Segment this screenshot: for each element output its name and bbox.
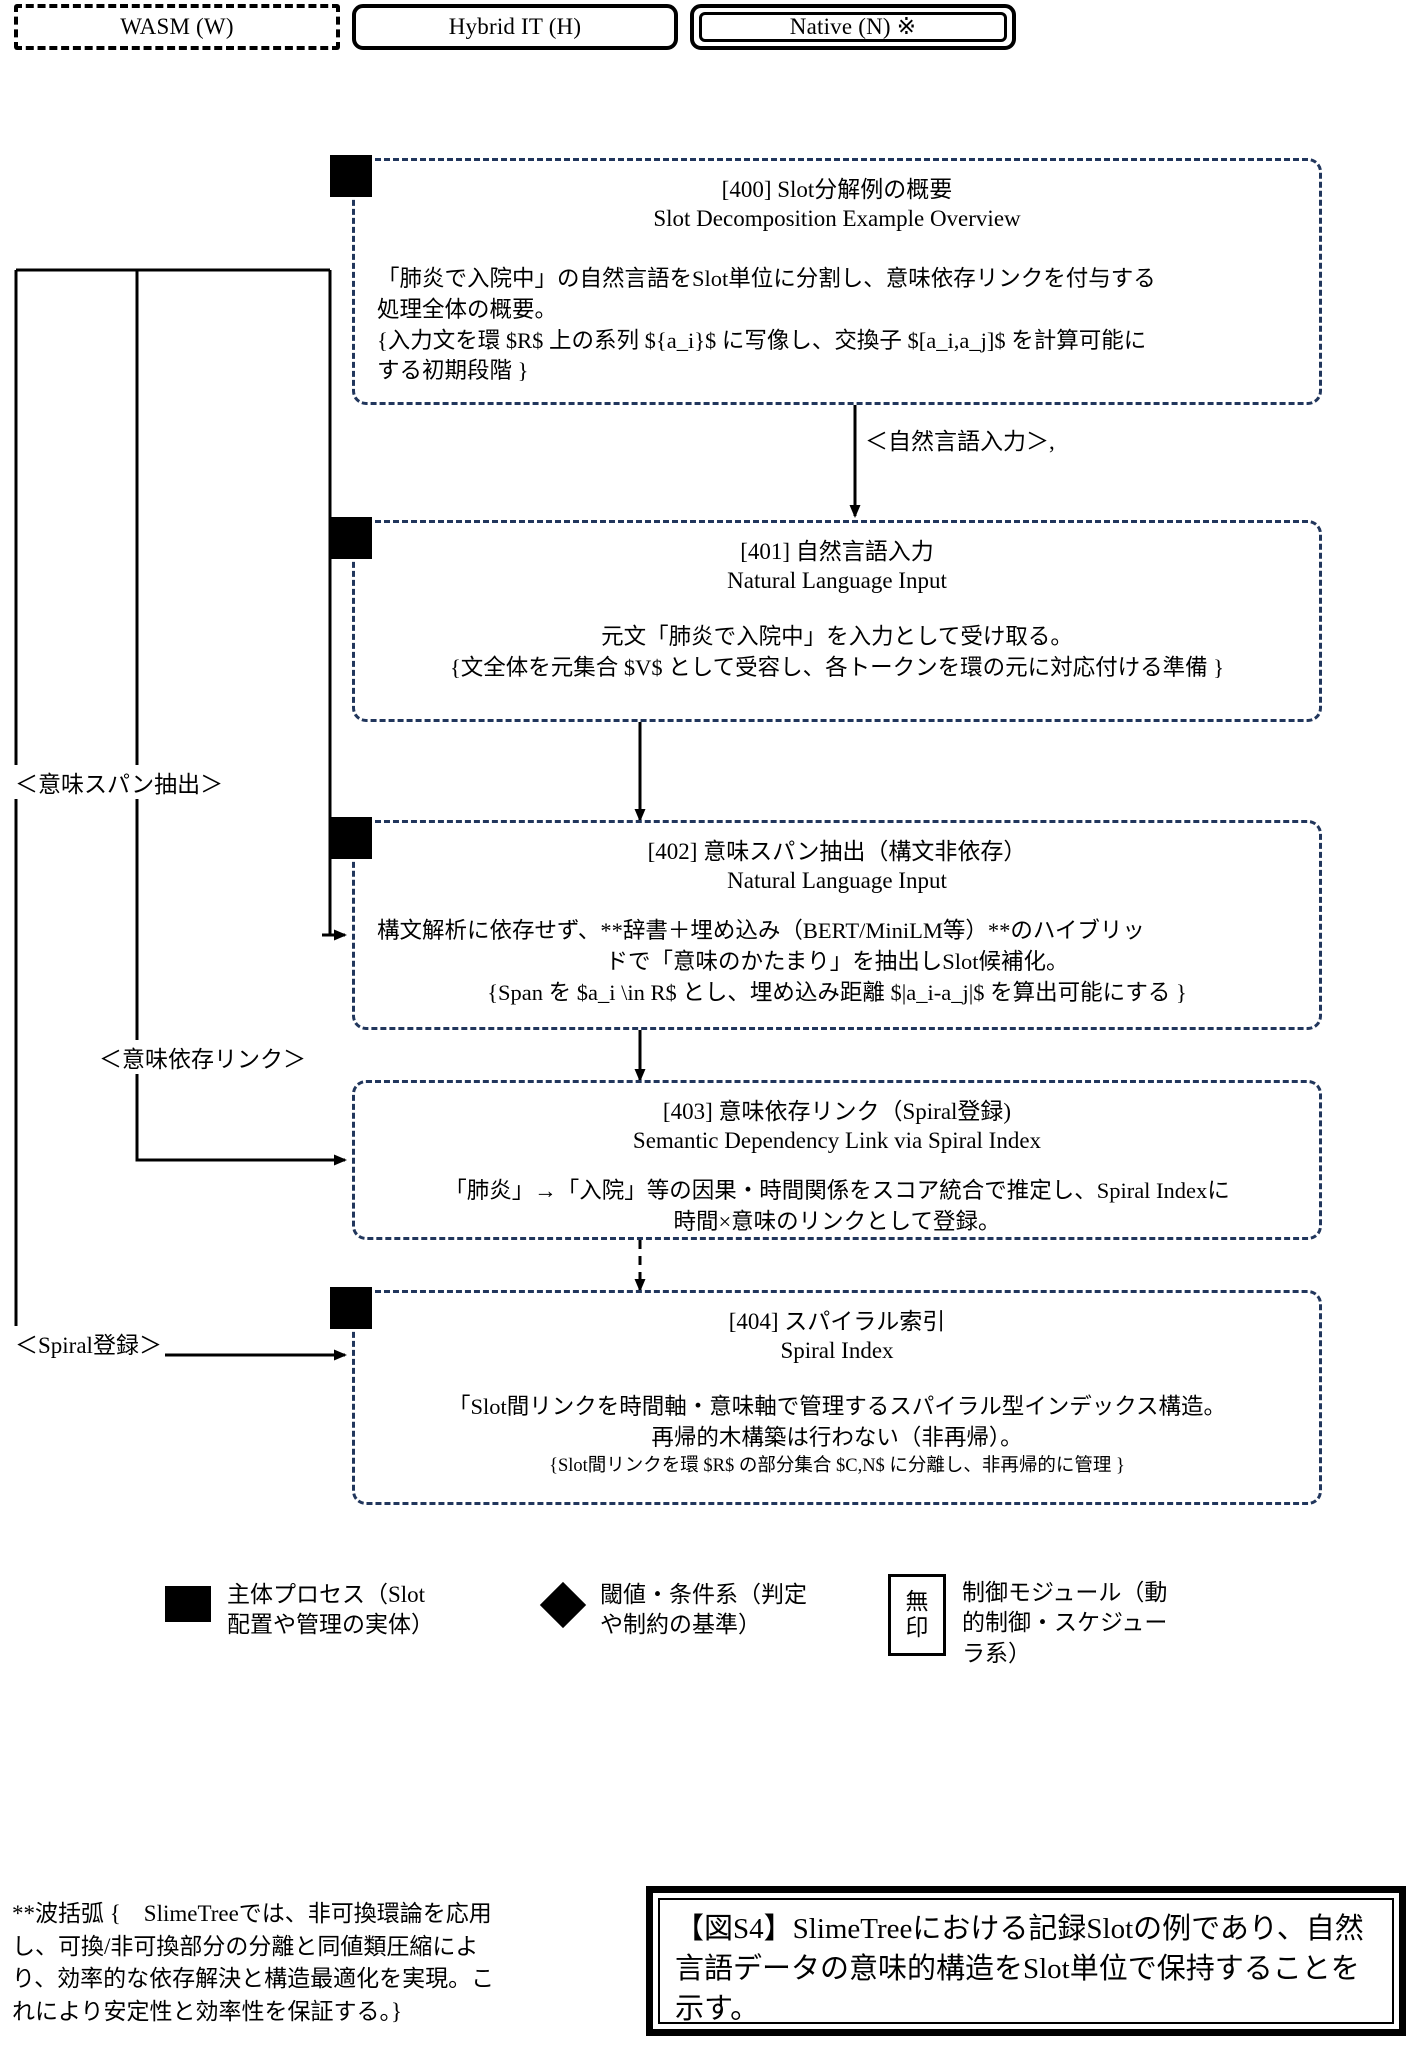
mode-legend-row: WASM (W) Hybrid IT (H) Native (N) ※ (0, 0, 1418, 58)
node-402-body-line: {Span を $a_i \in R$ とし、埋め込み距離 $|a_i-a_j|… (487, 979, 1187, 1005)
legend-line: 配置や管理の実体） (227, 1612, 434, 1638)
legend-line: 制御モジュール（動 (962, 1580, 1168, 1605)
node-marker-401 (330, 517, 372, 559)
legend-line: 主体プロセス（Slot (227, 1582, 426, 1607)
node-marker-402 (330, 817, 372, 859)
node-400-body-line: する初期段階 } (377, 358, 529, 384)
mode-badge-native[interactable]: Native (N) ※ (690, 4, 1016, 50)
node-403-body-line: 「肺炎」→「入院」等の因果・時間関係をスコア統合で推定し、Spiral Inde… (444, 1177, 1230, 1203)
node-400-body: 「肺炎で入院中」の自然言語をSlot単位に分割し、意味依存リンクを付与する 処理… (355, 234, 1319, 397)
figure-caption-text: 【図S4】SlimeTreeにおける記録Slotの例であり、自然言語データの意味… (675, 1913, 1364, 2026)
no-mark-box-icon: 無 印 (888, 1574, 946, 1656)
legend-item-threshold-text: 閾値・条件系（判定 や制約の基準） (600, 1580, 807, 1641)
legend-line: 閾値・条件系（判定 (600, 1582, 807, 1607)
no-mark-char: 無 (905, 1588, 929, 1614)
filled-square-icon (165, 1586, 211, 1622)
mode-badge-wasm-label: WASM (W) (120, 14, 234, 39)
mode-badge-native-inner: Native (N) ※ (699, 12, 1007, 42)
node-marker-400 (330, 155, 372, 197)
figure-caption-box: 【図S4】SlimeTreeにおける記録Slotの例であり、自然言語データの意味… (646, 1886, 1406, 2036)
node-404-body-small: {Slot間リンクを環 $R$ の部分集合 $C,N$ に分離し、非再帰的に管理… (549, 1455, 1125, 1476)
node-402-body: 構文解析に依存せず、**辞書＋埋め込み（BERT/MiniLM等）**のハイブリ… (355, 896, 1319, 1018)
node-404-body-line: 再帰的木構築は行わない（非再帰）。 (651, 1424, 1023, 1450)
edge-label-semantic-dependency-link: ＜意味依存リンク＞ (96, 1040, 309, 1074)
node-402-title-ja: [402] 意味スパン抽出（構文非依存） (647, 839, 1027, 864)
node-400-title: [400] Slot分解例の概要 Slot Decomposition Exam… (355, 161, 1319, 234)
filled-diamond-icon (539, 1581, 587, 1629)
no-mark-char: 印 (905, 1615, 929, 1640)
mode-badge-hybrid-label: Hybrid IT (H) (448, 14, 582, 39)
legend-item-control-module-text: 制御モジュール（動 的制御・スケジュー ラ系） (962, 1578, 1167, 1669)
node-401-title-ja: [401] 自然言語入力 (740, 539, 934, 564)
legend-item-process: 主体プロセス（Slot 配置や管理の実体） (165, 1580, 434, 1641)
caption-inner-border (658, 1898, 1394, 2024)
node-400-title-ja: [400] Slot分解例の概要 (721, 177, 953, 202)
footnote-text: **波括弧 { SlimeTreeでは、非可換環論を応用し、可換/非可換部分の分… (12, 1901, 495, 2024)
shape-legend: 主体プロセス（Slot 配置や管理の実体） 閾値・条件系（判定 や制約の基準） … (0, 1570, 1418, 1710)
mode-badge-wasm[interactable]: WASM (W) (14, 4, 340, 50)
node-403-title: [403] 意味依存リンク（Spiral登録) Semantic Depende… (355, 1083, 1319, 1156)
mode-badge-hybrid[interactable]: Hybrid IT (H) (352, 4, 678, 50)
node-403-title-en: Semantic Dependency Link via Spiral Inde… (632, 1128, 1042, 1154)
process-node-400[interactable]: [400] Slot分解例の概要 Slot Decomposition Exam… (352, 158, 1322, 405)
mode-badge-native-label: Native (N) ※ (789, 14, 917, 39)
node-400-title-en: Slot Decomposition Example Overview (653, 206, 1021, 232)
node-404-title-en: Spiral Index (780, 1338, 894, 1364)
node-403-title-ja: [403] 意味依存リンク（Spiral登録) (662, 1099, 1012, 1124)
process-node-401[interactable]: [401] 自然言語入力 Natural Language Input 元文「肺… (352, 520, 1322, 722)
node-403-body: 「肺炎」→「入院」等の因果・時間関係をスコア統合で推定し、Spiral Inde… (355, 1156, 1319, 1248)
process-node-402[interactable]: [402] 意味スパン抽出（構文非依存） Natural Language In… (352, 820, 1322, 1030)
legend-line: や制約の基準） (600, 1612, 761, 1638)
node-400-body-line: 「肺炎で入院中」の自然言語をSlot単位に分割し、意味依存リンクを付与する (377, 265, 1156, 291)
node-402-body-line: 構文解析に依存せず、**辞書＋埋め込み（BERT/MiniLM等）**のハイブリ… (377, 917, 1145, 943)
node-404-title: [404] スパイラル索引 Spiral Index (355, 1293, 1319, 1366)
node-402-title-en: Natural Language Input (727, 868, 947, 894)
node-401-title-en: Natural Language Input (727, 568, 947, 594)
node-404-body-line: 「Slot間リンクを時間軸・意味軸で管理するスパイラル型インデックス構造。 (447, 1393, 1227, 1419)
edge-label-natural-language-input: ＜自然言語入力＞, (862, 422, 1058, 456)
node-402-body-line: ドで「意味のかたまり」を抽出しSlot候補化。 (605, 948, 1069, 974)
node-401-body: 元文「肺炎で入院中」を入力として受け取る。 {文全体を元集合 $V$ として受容… (355, 596, 1319, 694)
edge-label-semantic-span-extraction: ＜意味スパン抽出＞ (12, 765, 227, 799)
legend-line: 的制御・スケジュー (962, 1610, 1168, 1636)
node-402-title: [402] 意味スパン抽出（構文非依存） Natural Language In… (355, 823, 1319, 896)
node-400-body-line: 処理全体の概要。 (377, 296, 558, 322)
node-403-body-line: 時間×意味のリンクとして登録。 (673, 1208, 1001, 1234)
legend-item-control-module: 無 印 制御モジュール（動 的制御・スケジュー ラ系） (888, 1574, 1167, 1669)
node-404-body: 「Slot間リンクを時間軸・意味軸で管理するスパイラル型インデックス構造。 再帰… (355, 1366, 1319, 1489)
node-401-title: [401] 自然言語入力 Natural Language Input (355, 523, 1319, 596)
node-401-body-line: {文全体を元集合 $V$ として受容し、各トークンを環の元に対応付ける準備 } (449, 654, 1225, 680)
node-400-body-line: {入力文を環 $R$ 上の系列 ${a_i}$ に写像し、交換子 $[a_i,a… (377, 327, 1147, 353)
node-404-title-ja: [404] スパイラル索引 (728, 1309, 946, 1334)
legend-item-process-text: 主体プロセス（Slot 配置や管理の実体） (227, 1580, 434, 1641)
node-marker-404 (330, 1287, 372, 1329)
node-401-body-line: 元文「肺炎で入院中」を入力として受け取る。 (601, 623, 1073, 649)
legend-item-threshold: 閾値・条件系（判定 や制約の基準） (539, 1580, 807, 1641)
legend-line: ラ系） (962, 1640, 1031, 1666)
process-node-404[interactable]: [404] スパイラル索引 Spiral Index 「Slot間リンクを時間軸… (352, 1290, 1322, 1505)
edge-label-spiral-registration: ＜Spiral登録＞ (12, 1326, 165, 1360)
process-node-403[interactable]: [403] 意味依存リンク（Spiral登録) Semantic Depende… (352, 1080, 1322, 1240)
